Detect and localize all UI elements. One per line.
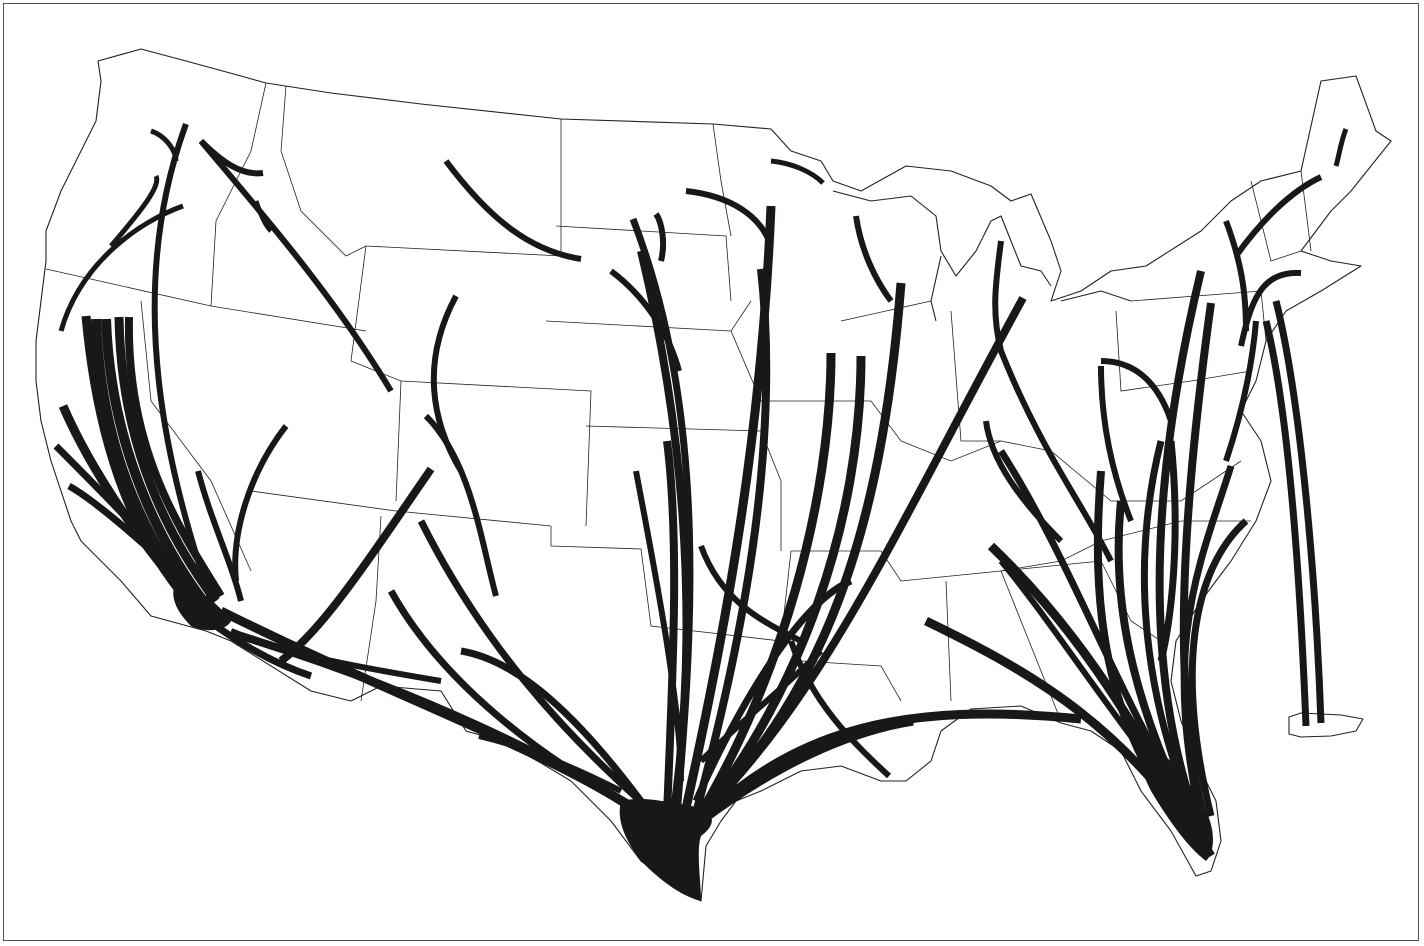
- puerto-rico-outline: [1288, 712, 1364, 738]
- great-lakes-outline: [832, 190, 1132, 322]
- flow-line: [1238, 269, 1302, 347]
- flow-line: [387, 589, 653, 820]
- flow-line: [253, 200, 273, 233]
- flows-florida: [924, 128, 1349, 859]
- us-outline: [35, 48, 1392, 902]
- flow-map: [35, 48, 1392, 902]
- flow-line: [218, 606, 665, 835]
- flow-line: [983, 420, 1064, 544]
- flows-california: [53, 122, 442, 684]
- flow-line: [198, 138, 264, 177]
- flow-line: [67, 482, 199, 594]
- flow-line: [278, 466, 435, 665]
- flow-line: [198, 139, 394, 393]
- flow-line: [423, 413, 499, 597]
- flow-line: [708, 709, 1082, 815]
- state-borders: [45, 82, 1312, 722]
- flow-line: [1180, 464, 1235, 822]
- flow-line: [1157, 440, 1179, 662]
- flows-puerto-rico: [1262, 300, 1325, 727]
- flows-texas: [198, 138, 1082, 842]
- flow-line: [124, 316, 225, 599]
- flow-line: [443, 159, 582, 262]
- flow-line: [1223, 320, 1259, 462]
- flow-line: [239, 632, 659, 825]
- flow-line: [992, 240, 1114, 563]
- flow-line: [1223, 219, 1249, 332]
- flow-line: [460, 647, 644, 804]
- flow-line: [1272, 300, 1325, 724]
- flow-line: [708, 296, 1027, 809]
- flow-line: [662, 440, 679, 842]
- flow-line: [1333, 128, 1349, 167]
- flow-line: [698, 648, 824, 764]
- hub-south-texas: [619, 798, 712, 901]
- flow-line: [58, 203, 184, 332]
- flow-line: [1098, 365, 1134, 523]
- flow-line: [1100, 358, 1174, 422]
- flow-line: [692, 577, 853, 803]
- flow-line: [150, 128, 179, 162]
- flow-line: [151, 122, 214, 602]
- flow-line: [653, 212, 667, 262]
- flow-line: [213, 623, 313, 680]
- flow-line: [232, 424, 289, 582]
- flow-line: [685, 188, 774, 248]
- hub-southern-florida: [1139, 741, 1213, 861]
- flow-line: [1233, 174, 1323, 258]
- map-frame: [3, 3, 1419, 941]
- hub-southern-california: [173, 581, 231, 631]
- flow-line: [633, 470, 684, 782]
- flow-line: [1188, 518, 1249, 817]
- flow-line: [853, 215, 894, 303]
- flow-line: [1262, 320, 1310, 727]
- flow-line: [698, 544, 803, 644]
- flow-line: [788, 640, 892, 779]
- flow-line: [692, 352, 836, 824]
- flow-line: [609, 268, 682, 372]
- flow-line: [114, 316, 220, 604]
- flow-line: [1155, 270, 1205, 833]
- flow-line: [770, 158, 825, 185]
- flow-line: [195, 470, 244, 602]
- flow-line: [478, 733, 623, 794]
- flow-line: [109, 174, 160, 248]
